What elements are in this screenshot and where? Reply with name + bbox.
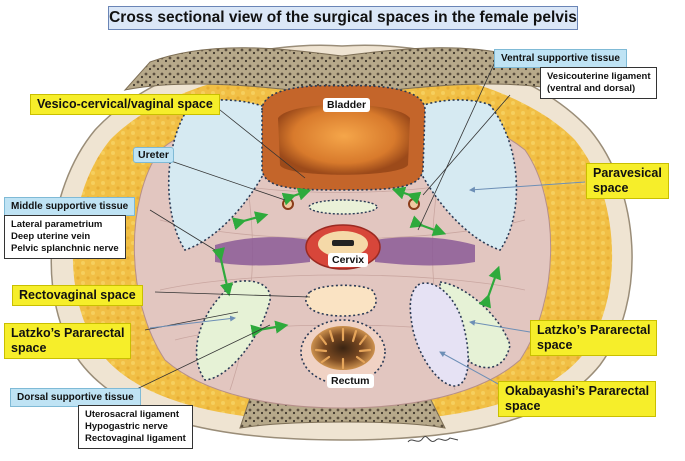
- green-arrow-dorsal-left: [250, 320, 289, 338]
- latzko-left-line2: space: [11, 341, 47, 355]
- rectovaginal-space-label: Rectovaginal space: [12, 285, 143, 306]
- green-arrow-middle-right: [409, 215, 447, 236]
- vesico-cervical-space: [308, 199, 378, 215]
- green-arrow-ureter-right: [391, 186, 422, 205]
- paravesical-space-label: Paravesical space: [586, 163, 669, 199]
- latzko-right-line2: space: [537, 338, 573, 352]
- latzko-space-right-label: Latzko’s Pararectal space: [530, 320, 658, 356]
- ureter-left: [282, 198, 294, 210]
- middle-item-2: Deep uterine vein: [11, 231, 91, 242]
- middle-supportive-tissue-label: Middle supportive tissue: [4, 197, 136, 216]
- latzko-right-line1: Latzko’s Pararectal: [537, 323, 651, 337]
- parametrium-right: [375, 237, 475, 266]
- bladder-label: Bladder: [323, 98, 371, 112]
- okabayashi-space: [409, 282, 469, 387]
- okabayashi-line1: Okabayashi’s Pararectal: [505, 384, 650, 398]
- ureter-right: [408, 198, 420, 210]
- green-arrows: [212, 186, 501, 338]
- okabayashi-space-label: Okabayashi’s Pararectal space: [498, 381, 657, 417]
- latzko-left-line1: Latzko’s Pararectal: [11, 326, 125, 340]
- green-arrow-middle-left-vert: [212, 247, 233, 297]
- middle-item-3: Pelvic splanchnic nerve: [11, 243, 119, 254]
- ventral-item-2: (ventral and dorsal): [547, 83, 636, 94]
- paravesical-space-right: [399, 99, 518, 251]
- rectum-label: Rectum: [327, 374, 374, 388]
- middle-supportive-details: Lateral parametrium Deep uterine vein Pe…: [4, 215, 126, 259]
- ventral-item-1: Vesicouterine ligament: [547, 71, 651, 82]
- dorsal-item-2: Hypogastric nerve: [85, 421, 168, 432]
- green-arrow-middle-left: [231, 211, 269, 231]
- rectovaginal-space: [305, 284, 377, 317]
- dorsal-supportive-tissue-label: Dorsal supportive tissue: [10, 388, 141, 407]
- ureter-label: Ureter: [133, 147, 174, 163]
- artist-signature: [407, 436, 459, 443]
- okabayashi-line2: space: [505, 399, 541, 413]
- parametrium-left: [215, 237, 310, 266]
- green-arrow-ureter-left: [281, 187, 312, 206]
- dorsal-supportive-details: Uterosacral ligament Hypogastric nerve R…: [78, 405, 193, 449]
- ventral-supportive-tissue-label: Ventral supportive tissue: [494, 49, 627, 68]
- middle-item-1: Lateral parametrium: [11, 219, 103, 230]
- latzko-space-left-label: Latzko’s Pararectal space: [4, 323, 132, 359]
- dorsal-item-3: Rectovaginal ligament: [85, 433, 186, 444]
- cervix-label: Cervix: [328, 253, 369, 267]
- vesico-cervical-space-label: Vesico-cervical/vaginal space: [30, 94, 220, 115]
- ventral-supportive-details: Vesicouterine ligament (ventral and dors…: [540, 67, 658, 99]
- green-arrow-right-vertical: [478, 265, 501, 309]
- paravesical-line2: space: [593, 181, 629, 195]
- paravesical-space-left: [168, 99, 286, 251]
- paravesical-line1: Paravesical: [593, 166, 662, 180]
- dorsal-item-1: Uterosacral ligament: [85, 409, 179, 420]
- diagram-title: Cross sectional view of the surgical spa…: [108, 6, 578, 30]
- latzko-space-left: [195, 280, 271, 381]
